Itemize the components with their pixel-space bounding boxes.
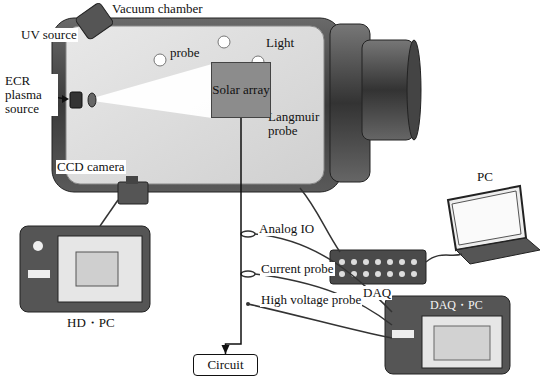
pc-label: PC — [476, 170, 494, 184]
signal-line — [222, 118, 242, 354]
ccd-camera-label: CCD camera — [56, 160, 126, 174]
current-probe-label: Current probe — [260, 262, 335, 276]
daq-pc-label: DAQ・PC — [430, 298, 483, 312]
ecr-source-label: ECR plasma source — [4, 74, 58, 116]
uv-source-label: UV source — [20, 28, 78, 42]
solar-array-box: Solar array — [211, 62, 271, 118]
hv-probe-label: High voltage probe — [260, 293, 362, 307]
daq-label: DAQ — [362, 286, 392, 300]
node-text: Circuit — [207, 358, 243, 372]
probe-label: probe — [170, 46, 200, 60]
chamber-label: Vacuum chamber — [112, 2, 203, 16]
analog-io-label: Analog IO — [258, 222, 315, 236]
hd-pc-label: HD・PC — [66, 316, 116, 330]
light-label: Light — [266, 36, 294, 50]
circuit-box: Circuit — [193, 354, 258, 376]
node-text: Solar array — [212, 83, 269, 97]
langmuir-probe-label: Langmuir probe — [268, 110, 330, 138]
